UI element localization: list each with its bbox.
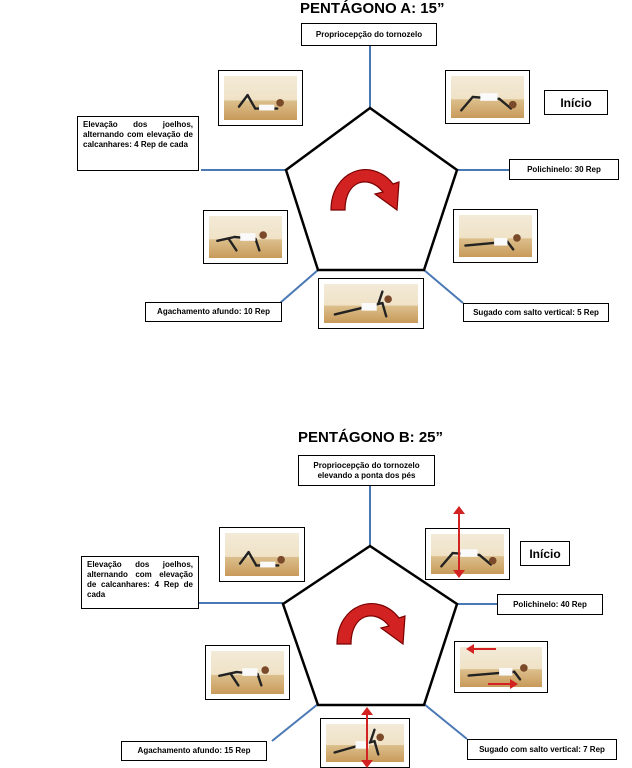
circular-arrow-b-icon [336, 603, 406, 646]
exercise-photo-a-knee-raise [203, 210, 288, 264]
connector-b-bottom-right [423, 703, 468, 740]
exercise-photo-a-start [445, 70, 530, 124]
up-down-arrow-icon [453, 506, 465, 578]
exercise-photo-a-plank [453, 209, 538, 263]
exercise-photo-b-bridge [219, 527, 305, 582]
vertical-jump-arrow-icon [361, 707, 373, 768]
pentagon-b [281, 544, 459, 707]
exercise-photo-b-start [425, 528, 510, 580]
pentagon-a-right-label: Polichinelo: 30 Rep [509, 159, 619, 180]
pentagon-a [284, 106, 459, 272]
circular-arrow-a-icon [330, 169, 400, 212]
pentagon-a-bottom-left-label: Agachamento afundo: 10 Rep [145, 302, 282, 322]
pentagon-b-left-label: Elevação dos joelhos, alternando com ele… [81, 556, 199, 609]
connector-a-bottom-right [423, 269, 464, 304]
exercise-photo-a-side-plank [318, 278, 424, 329]
pentagon-a-start-label: Início [544, 90, 608, 115]
exercise-photo-b-knee-raise [205, 645, 290, 700]
right-arrow-icon [488, 679, 518, 689]
pentagon-a-top-label: Propriocepção do tornozelo [301, 23, 437, 46]
connector-a-bottom-left [279, 269, 319, 304]
pentagon-a-bottom-right-label: Sugado com salto vertical: 5 Rep [463, 303, 609, 322]
pentagon-b-title: PENTÁGONO B: 25” [298, 429, 444, 446]
exercise-photo-b-side-plank [320, 718, 410, 768]
left-arrow-icon [466, 644, 496, 654]
connector-b-bottom-left [271, 703, 319, 742]
pentagon-b-top-label: Propriocepção do tornozelo elevando a po… [298, 455, 435, 486]
pentagon-b-start-label: Início [520, 541, 570, 566]
pentagon-a-title: PENTÁGONO A: 15” [300, 0, 445, 17]
pentagon-b-right-label: Polichinelo: 40 Rep [497, 594, 603, 615]
pentagon-b-bottom-right-label: Sugado com salto vertical: 7 Rep [467, 739, 617, 760]
exercise-photo-a-bridge [218, 70, 303, 126]
pentagon-a-left-label: Elevação dos joelhos, alternando com ele… [77, 116, 199, 171]
pentagon-b-bottom-left-label: Agachamento afundo: 15 Rep [121, 741, 267, 761]
